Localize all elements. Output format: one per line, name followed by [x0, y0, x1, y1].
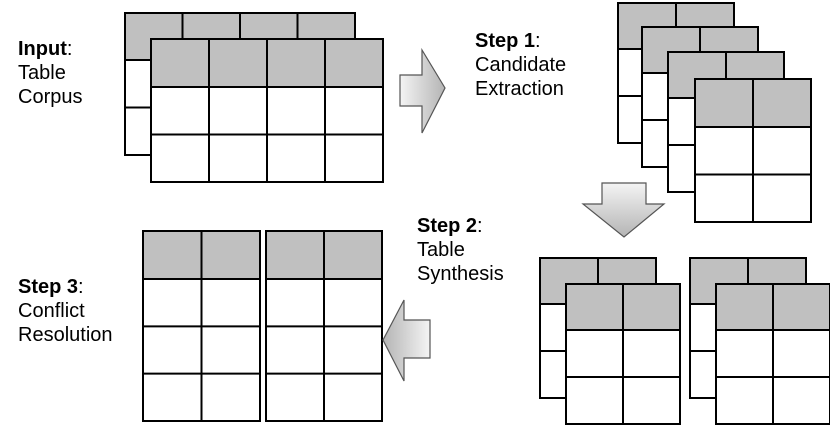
tables-layer — [124, 2, 830, 425]
step1-label: Step 1: Candidate Extraction — [475, 30, 567, 100]
resolved-table-right — [265, 230, 383, 422]
input-line-1: Table — [18, 62, 66, 84]
step3-line-1: Conflict — [18, 300, 85, 322]
step2-title: Step 2 — [417, 215, 478, 237]
step3-label: Step 3: Conflict Resolution — [18, 276, 113, 346]
input-line-2: Corpus — [18, 86, 83, 108]
arrow-down-icon — [581, 182, 666, 238]
synth-table-b-front — [715, 283, 830, 425]
step2-line-1: Table — [417, 239, 465, 261]
step1-title: Step 1 — [475, 30, 536, 52]
input-label: Input: Table Corpus — [18, 38, 83, 108]
synth-table-a-front — [565, 283, 681, 425]
resolved-table-left — [142, 230, 261, 422]
step3-line-2: Resolution — [18, 324, 113, 346]
step2-line-2: Synthesis — [417, 263, 504, 285]
input-table-front — [150, 38, 384, 183]
step2-label: Step 2: Table Synthesis — [417, 215, 504, 285]
step1-line-2: Extraction — [475, 78, 564, 100]
step1-line-1: Candidate — [475, 54, 567, 76]
candidate-table-4 — [694, 78, 812, 223]
step3-title: Step 3 — [18, 276, 79, 298]
input-title: Input — [18, 38, 67, 60]
arrow-right-icon — [399, 47, 446, 134]
arrow-left-icon — [382, 299, 431, 382]
